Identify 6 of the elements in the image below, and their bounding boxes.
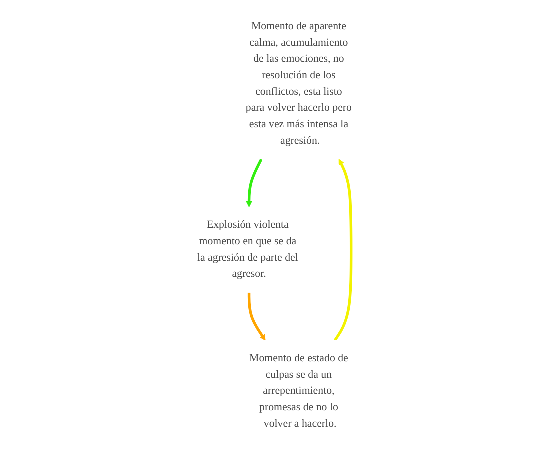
node-text: Momento de estado de culpas se da un arrepentimiento, promesas de no lo volver a hacerlo. [250, 352, 349, 430]
node-text: Momento de aparente calma, acumulamiento de las emociones, no resolución de los conflictos, esta listo para volver hacerlo pero esta vez más intensa la agresión. [246, 20, 352, 147]
arrow [334, 159, 353, 342]
arrow [246, 158, 263, 208]
arrow [248, 292, 266, 341]
node-text: Explosión violenta momento en que se da la agresión de parte del agresor. [198, 219, 299, 280]
